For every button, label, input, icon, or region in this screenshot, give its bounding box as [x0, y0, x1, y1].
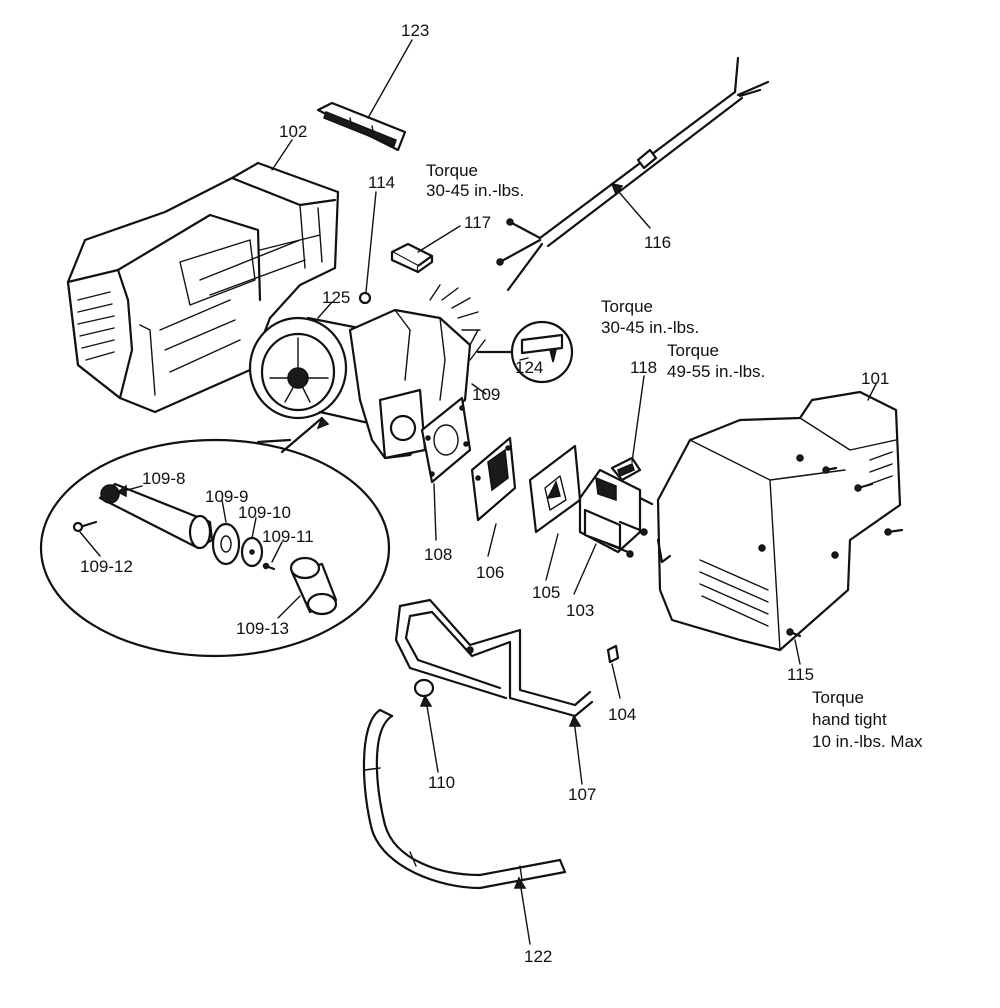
- torque-switch-line-2: 49-55 in.-lbs.: [667, 362, 765, 381]
- label-106: 106: [476, 563, 504, 582]
- torque-upper-line-1: Torque: [426, 161, 478, 180]
- label-116: 116: [644, 233, 671, 252]
- label-107: 107: [568, 785, 596, 804]
- label-115: 115: [787, 665, 814, 684]
- tube-part-107: [394, 598, 594, 718]
- nut-part-110: [413, 678, 435, 698]
- gasket-part-105: [528, 444, 582, 534]
- connecting-rod-inset-109: [39, 438, 391, 658]
- fitting-part-104: [606, 644, 620, 664]
- torque-upper-line-2: 30-45 in.-lbs.: [426, 181, 524, 200]
- torque-mid-line-2: 30-45 in.-lbs.: [601, 318, 699, 337]
- label-123: 123: [401, 21, 429, 40]
- label-109-9: 109-9: [205, 487, 248, 506]
- label-118: 118: [630, 358, 657, 377]
- label-104: 104: [608, 705, 636, 724]
- brush-part-124: [476, 320, 574, 384]
- label-105: 105: [532, 583, 560, 602]
- label-122: 122: [524, 947, 552, 966]
- label-101: 101: [861, 369, 889, 388]
- left-shroud-part-102: [66, 161, 340, 414]
- torque-note-mid: Torque 30-45 in.-lbs.: [601, 297, 699, 337]
- label-114: 114: [368, 173, 395, 192]
- clip-part-114: [358, 291, 372, 305]
- torque-screw-line-2: hand tight: [812, 710, 887, 729]
- torque-screw-line-1: Torque: [812, 688, 864, 707]
- torque-note-upper: Torque 30-45 in.-lbs.: [426, 161, 524, 200]
- valve-plate-part-106: [470, 436, 517, 522]
- label-117: 117: [464, 213, 491, 232]
- label-110: 110: [428, 773, 455, 792]
- torque-note-screw: Torque hand tight 10 in.-lbs. Max: [812, 688, 923, 751]
- label-109-11: 109-11: [262, 527, 314, 546]
- label-102: 102: [279, 122, 307, 141]
- leader-lines: [79, 39, 877, 945]
- gasket-part-108: [420, 396, 472, 484]
- torque-screw-line-3: 10 in.-lbs. Max: [812, 732, 923, 751]
- torque-mid-line-1: Torque: [601, 297, 653, 316]
- label-109-8: 109-8: [142, 469, 185, 488]
- switch-part-118: [610, 456, 642, 482]
- pad-part-117: [390, 242, 434, 274]
- label-109-12: 109-12: [80, 557, 133, 576]
- handle-part-123: [316, 101, 407, 152]
- head-part-103: [578, 468, 654, 558]
- label-124: 124: [515, 358, 543, 377]
- label-109: 109: [472, 385, 500, 404]
- motor-arrow: [280, 416, 330, 454]
- torque-switch-line-1: Torque: [667, 341, 719, 360]
- part-labels: 123 102 114 117 116 125 124 109 118 101 …: [80, 21, 889, 966]
- label-109-13: 109-13: [236, 619, 289, 638]
- right-shroud-part-101: [656, 390, 904, 652]
- power-cord-part-116: [496, 56, 770, 292]
- label-108: 108: [424, 545, 452, 564]
- hose-part-122: [362, 708, 567, 890]
- torque-note-switch: Torque 49-55 in.-lbs.: [667, 341, 765, 381]
- label-103: 103: [566, 601, 594, 620]
- label-125: 125: [322, 288, 350, 307]
- label-109-10: 109-10: [238, 503, 291, 522]
